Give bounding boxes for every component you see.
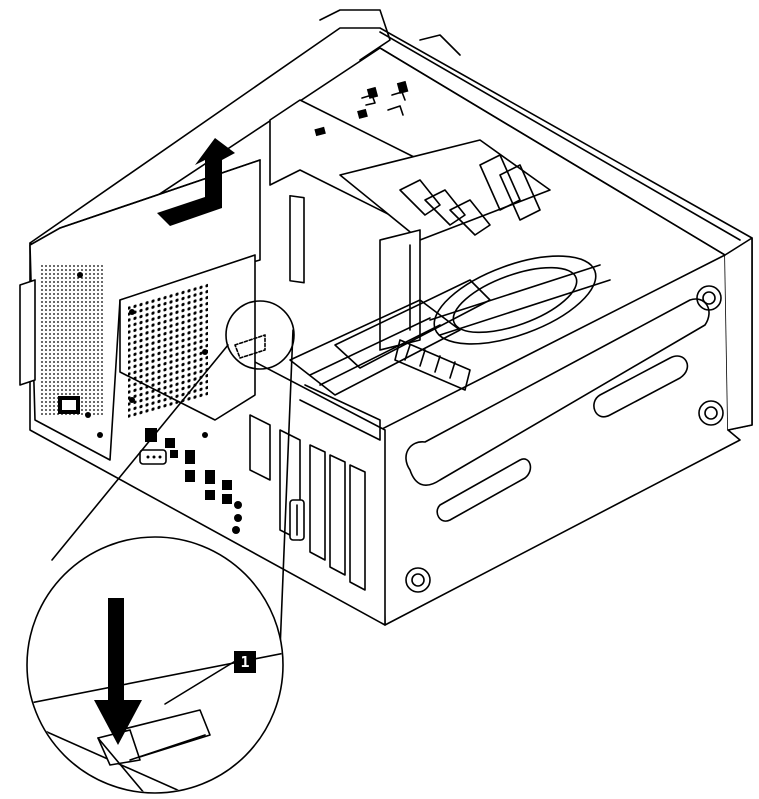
- psu-fan-mesh: [128, 282, 208, 421]
- psu-rear-panel: [19, 272, 103, 438]
- expansion-slots: [249, 414, 366, 591]
- heat-sink: [429, 255, 611, 345]
- top-rail: [319, 9, 741, 256]
- lift-arrow: [157, 138, 235, 226]
- press-arrow: [94, 598, 142, 745]
- serial-port: [139, 449, 167, 465]
- detail-magnifier: [26, 536, 284, 794]
- card-retention-bracket: [399, 154, 541, 236]
- side-panel-cutouts: [405, 285, 724, 593]
- psu-rear-grille: [40, 265, 105, 415]
- drive-hooks: [361, 91, 406, 116]
- callout-1: 1: [234, 651, 256, 673]
- psu-fan-screws: [129, 309, 208, 438]
- rear-io-ports: [145, 428, 242, 534]
- magnifier-source: [225, 300, 295, 370]
- parallel-port: [289, 499, 305, 541]
- leader-lines: [51, 329, 294, 651]
- drive-latches: [314, 80, 409, 137]
